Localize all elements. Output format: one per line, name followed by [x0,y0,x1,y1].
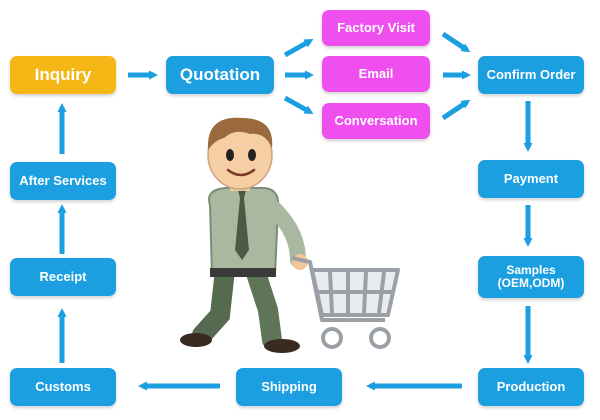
option-conversation: Conversation [322,103,430,139]
step-shipping: Shipping [236,368,342,406]
arrow-factory-visit-to-confirm-order [441,31,471,53]
cart-wheel-left [321,327,343,349]
step-quotation: Quotation [166,56,274,94]
left-eye [226,149,234,161]
option-email: Email [322,56,430,92]
cart-wheel-right [369,327,391,349]
arrow-conversation-to-confirm-order [441,99,471,121]
arrow-quotation-to-factory-visit [283,38,314,58]
arrow-quotation-to-conversation [283,95,314,115]
step-after-services: After Services [10,162,116,200]
step-inquiry: Inquiry [10,56,116,94]
right-eye [248,149,256,161]
hair [207,117,273,150]
back-leg [192,260,235,345]
step-customs: Customs [10,368,116,406]
businessman-cart-illustration [180,117,400,353]
samples-label: Samples [506,262,556,277]
tie [235,190,249,260]
smile [226,168,256,177]
belt [210,268,276,277]
step-payment: Payment [478,160,584,198]
option-factory-visit: Factory Visit [322,10,430,46]
back-shoe [180,333,212,347]
step-production: Production [478,368,584,406]
step-receipt: Receipt [10,258,116,296]
shopping-cart-icon [291,256,400,322]
step-confirm-order: Confirm Order [478,56,584,94]
samples-sublabel: (OEM,ODM) [497,276,565,290]
front-leg [245,260,282,350]
step-samples: Samples (OEM,ODM) [478,256,584,298]
front-shoe [264,339,300,353]
